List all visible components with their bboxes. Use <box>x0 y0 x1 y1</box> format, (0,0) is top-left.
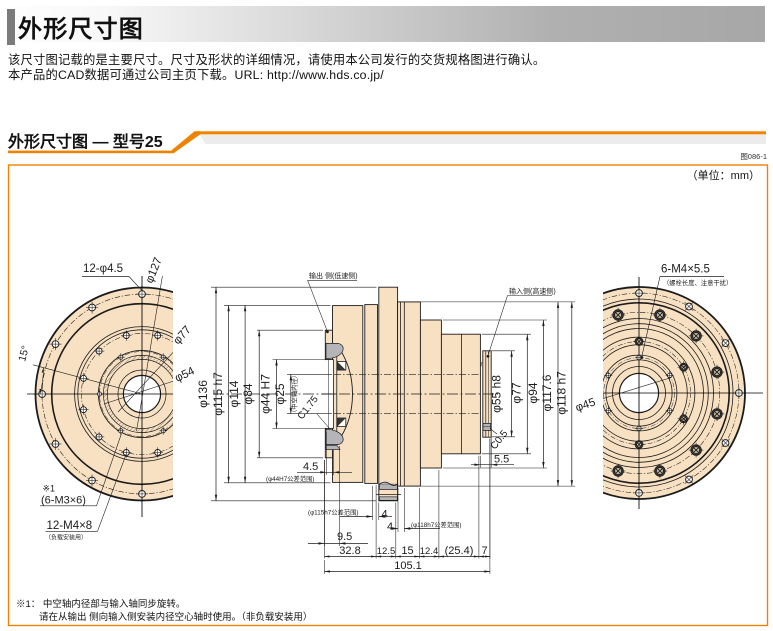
svg-text:(φ44H7公差范围): (φ44H7公差范围) <box>266 474 315 483</box>
svg-text:105.1: 105.1 <box>394 560 422 572</box>
svg-text:4: 4 <box>382 509 388 521</box>
svg-text:（负载安装用）: （负载安装用） <box>45 534 87 542</box>
svg-text:φ118 h7: φ118 h7 <box>555 371 569 415</box>
svg-text:φ54: φ54 <box>173 365 197 385</box>
svg-text:φ115 h7: φ115 h7 <box>211 372 225 416</box>
svg-text:图086-1: 图086-1 <box>740 152 767 161</box>
svg-text:（螺栓长度、注意干扰）: （螺栓长度、注意干扰） <box>663 278 732 287</box>
svg-text:φ44 H7: φ44 H7 <box>259 374 273 414</box>
svg-text:φ94: φ94 <box>526 382 540 403</box>
svg-text:φ77: φ77 <box>171 324 193 347</box>
svg-text:32.8: 32.8 <box>339 545 360 557</box>
svg-text:(φ118h7公差范围): (φ118h7公差范围) <box>411 520 462 529</box>
svg-text:4.5: 4.5 <box>303 461 318 473</box>
svg-text:7: 7 <box>481 545 487 557</box>
svg-text:(φ115h7公差范围): (φ115h7公差范围) <box>308 508 359 517</box>
svg-text:φ84: φ84 <box>241 383 255 404</box>
svg-text:φ55 h8: φ55 h8 <box>490 375 504 413</box>
svg-text:(25.4): (25.4) <box>445 545 474 557</box>
svg-text:φ114: φ114 <box>227 380 241 407</box>
svg-text:φ77: φ77 <box>510 382 524 403</box>
svg-text:φ25: φ25 <box>273 383 287 404</box>
svg-text:6-M4×5.5: 6-M4×5.5 <box>661 264 710 276</box>
svg-text:15: 15 <box>401 545 413 557</box>
svg-text:输入侧(高速侧): 输入侧(高速侧) <box>509 286 556 295</box>
svg-text:C1.75: C1.75 <box>296 394 321 422</box>
svg-text:15°: 15° <box>16 344 32 362</box>
svg-text:12.4: 12.4 <box>420 546 439 557</box>
svg-text:C0.5: C0.5 <box>489 428 511 452</box>
svg-text:12-M4×8: 12-M4×8 <box>47 520 93 532</box>
svg-text:5.5: 5.5 <box>494 454 509 466</box>
svg-text:φ136: φ136 <box>196 380 210 408</box>
svg-text:(6-M3×6): (6-M3×6) <box>41 495 86 507</box>
svg-text:9.5: 9.5 <box>337 531 352 543</box>
svg-text:φ45: φ45 <box>574 396 597 414</box>
svg-text:输出 侧(低速侧): 输出 侧(低速侧) <box>309 271 358 280</box>
svg-text:12.5: 12.5 <box>377 546 396 557</box>
svg-text:※1: ※1 <box>43 484 56 494</box>
svg-text:（单位：mm）: （单位：mm） <box>687 168 760 182</box>
svg-text:（中空轴内径）: （中空轴内径） <box>290 372 299 416</box>
svg-text:12-φ4.5: 12-φ4.5 <box>83 263 123 275</box>
svg-text:φ117.6: φ117.6 <box>540 374 554 411</box>
svg-text:4: 4 <box>387 521 393 533</box>
